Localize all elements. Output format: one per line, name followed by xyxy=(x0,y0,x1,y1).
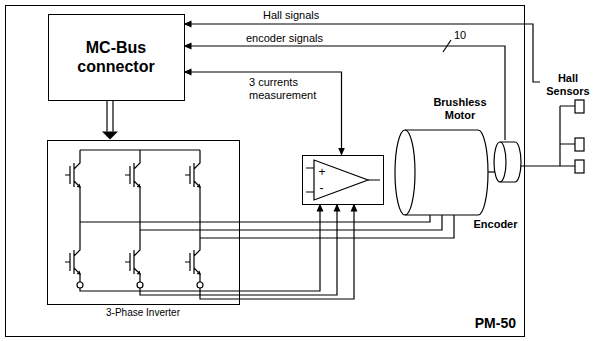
input-sign: - xyxy=(320,182,324,194)
motor-symbol xyxy=(395,130,495,215)
connector-name: MC-Bus connector xyxy=(53,38,180,76)
module-name: PM-50 xyxy=(475,315,516,331)
inverter-box: 3-Phase Inverter xyxy=(47,140,240,305)
bus-width: 10 xyxy=(453,29,467,42)
sensor-name: Hall Sensors xyxy=(540,72,596,98)
encoder-symbol xyxy=(494,142,521,182)
signal-label: Hall signals xyxy=(262,9,320,22)
signal-connector xyxy=(185,24,541,82)
inverter-name: 3-Phase Inverter xyxy=(48,307,239,319)
module-frame: PM-50MC-Bus connector3-Phase Inverter+- xyxy=(5,5,525,337)
signal-label: 3 currents measurement xyxy=(248,76,332,102)
input-sign: + xyxy=(319,166,326,178)
hall-sensor-symbols xyxy=(521,100,584,173)
inverter-circuit xyxy=(65,150,240,299)
opamp-symbol xyxy=(306,160,380,200)
encoder: Encoder xyxy=(488,140,528,185)
signal-connector xyxy=(185,72,342,155)
signal-connector xyxy=(185,46,506,140)
amplifier-box: +- xyxy=(302,155,384,205)
encoder-name: Encoder xyxy=(468,218,523,231)
connector-box: MC-Bus connector xyxy=(48,14,185,101)
signal-label: encoder signals xyxy=(245,32,324,45)
signal-connector xyxy=(240,205,355,300)
signal-connector xyxy=(102,101,118,140)
motor: Brushless Motor xyxy=(395,130,490,215)
hall-sensors: Hall Sensors xyxy=(540,72,596,182)
signal-connector xyxy=(240,215,455,238)
motor-name: Brushless Motor xyxy=(425,96,495,122)
